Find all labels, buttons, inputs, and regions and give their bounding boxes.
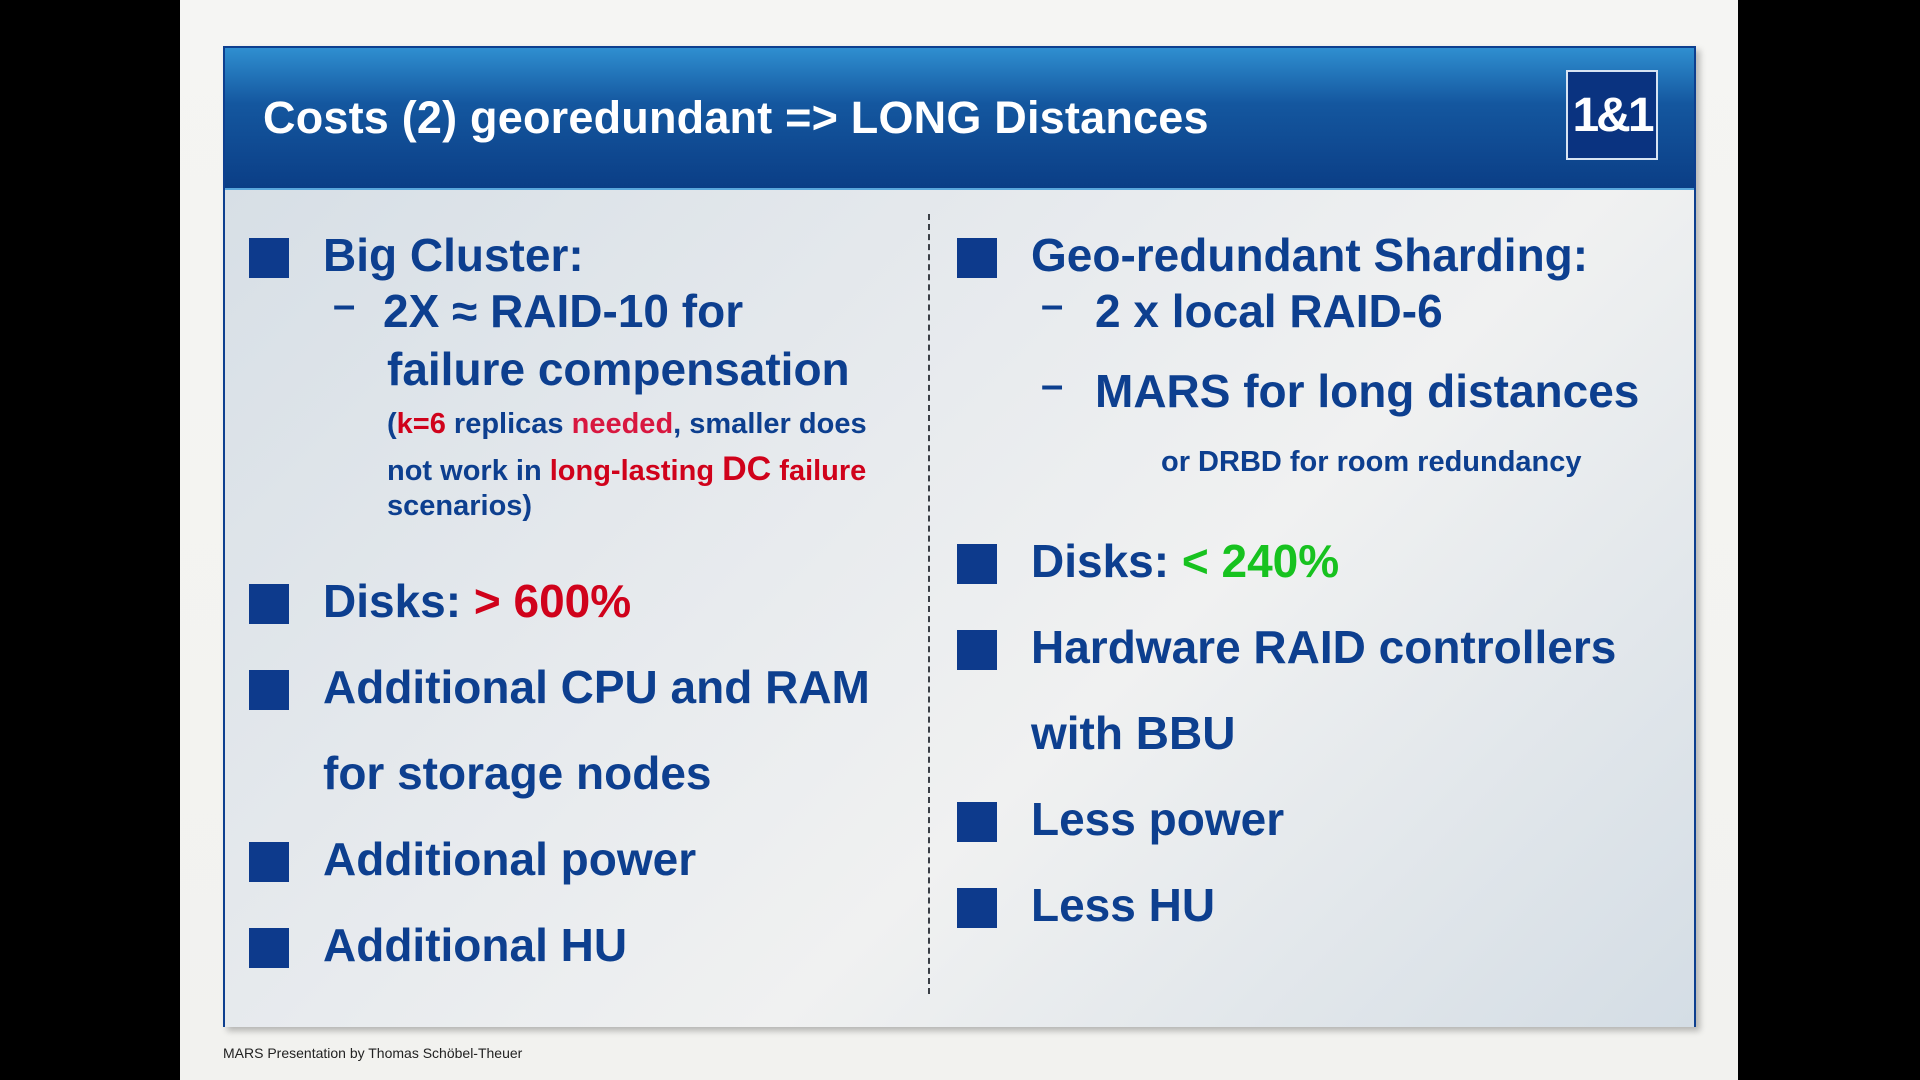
brand-logo: 1&1 xyxy=(1566,70,1658,160)
slide: Costs (2) georedundant => LONG Distances… xyxy=(180,0,1738,1080)
slide-footer: MARS Presentation by Thomas Schöbel-Theu… xyxy=(223,1045,523,1061)
drbd-room-redundancy: or DRBD for room redundancy xyxy=(1161,446,1582,478)
cpu-ram-line1: Additional CPU and RAM xyxy=(323,661,870,713)
cpu-ram-line2: for storage nodes xyxy=(323,747,712,799)
slide-content: Big Cluster: – 2X ≈ RAID-10 for failure … xyxy=(225,190,1694,1027)
additional-hu: Additional HU xyxy=(323,919,628,971)
note-k6: k=6 xyxy=(396,408,446,440)
slide-title: Costs (2) georedundant => LONG Distances xyxy=(263,92,1209,143)
bullet-square-icon xyxy=(957,802,997,842)
geo-sharding-heading: Geo-redundant Sharding: xyxy=(1031,229,1589,281)
slide-header: Costs (2) georedundant => LONG Distances… xyxy=(225,48,1694,190)
less-power: Less power xyxy=(1031,793,1285,845)
bullet-square-icon xyxy=(249,928,289,968)
local-raid6: 2 x local RAID-6 xyxy=(1095,285,1443,337)
replicas-note-line3: scenarios) xyxy=(387,490,533,522)
disks-right: Disks: < 240% xyxy=(1031,534,1339,588)
note-not-work: not work in xyxy=(387,455,550,487)
note-failure: failure xyxy=(779,455,867,487)
bullet-square-icon xyxy=(957,544,997,584)
raid10-line1: 2X ≈ RAID-10 for xyxy=(383,285,744,337)
bullet-square-icon xyxy=(249,584,289,624)
bullet-square-icon xyxy=(249,842,289,882)
bullet-square-icon xyxy=(249,670,289,710)
note-smaller: , smaller does xyxy=(673,408,867,440)
raid10-line2: failure compensation xyxy=(387,343,850,395)
column-divider xyxy=(928,214,930,994)
replicas-note-line1: (k=6 replicas needed, smaller does xyxy=(387,408,867,441)
note-long-lasting: long-lasting xyxy=(549,455,715,487)
note-dc: DC xyxy=(722,450,772,488)
disks-left-label: Disks: xyxy=(323,575,474,627)
brand-logo-text: 1&1 xyxy=(1572,88,1654,142)
note-paren-open: ( xyxy=(387,408,397,440)
less-hu: Less HU xyxy=(1031,879,1216,931)
hw-raid-line1: Hardware RAID controllers xyxy=(1031,621,1617,673)
disks-right-label: Disks: xyxy=(1031,535,1182,587)
note-needed: needed xyxy=(571,408,674,440)
replicas-note-line2: not work in long-lasting DC failure xyxy=(387,450,866,489)
note-space1 xyxy=(714,455,722,487)
note-replicas: replicas xyxy=(445,408,572,440)
sub-bullet-dash: – xyxy=(1041,363,1064,407)
big-cluster-heading: Big Cluster: xyxy=(323,229,584,281)
bullet-square-icon xyxy=(957,888,997,928)
bullet-square-icon xyxy=(957,630,997,670)
slide-frame: Costs (2) georedundant => LONG Distances… xyxy=(223,46,1696,1027)
sub-bullet-dash: – xyxy=(1041,283,1064,327)
additional-power: Additional power xyxy=(323,833,697,885)
bullet-square-icon xyxy=(249,238,289,278)
hw-raid-line2: with BBU xyxy=(1031,707,1236,759)
disks-right-value: < 240% xyxy=(1181,535,1340,587)
disks-left: Disks: > 600% xyxy=(323,574,631,628)
bullet-square-icon xyxy=(957,238,997,278)
disks-left-value: > 600% xyxy=(473,575,632,627)
mars-long-distances: MARS for long distances xyxy=(1095,365,1640,417)
sub-bullet-dash: – xyxy=(333,283,356,327)
